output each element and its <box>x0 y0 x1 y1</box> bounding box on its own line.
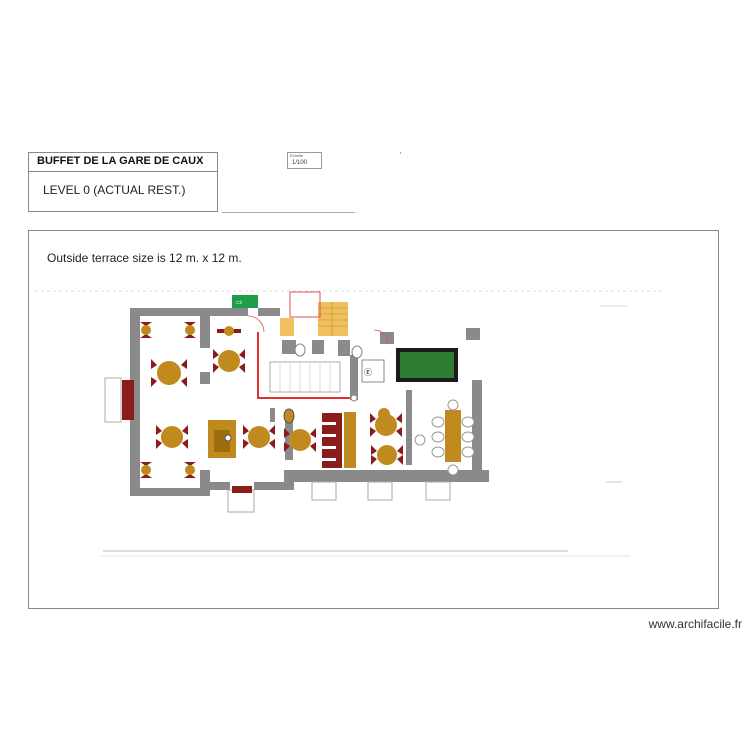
scale-value: 1/100 <box>292 160 308 166</box>
walls <box>130 308 489 496</box>
terrace-note: Outside terrace size is 12 m. x 12 m. <box>47 251 242 265</box>
sink <box>350 394 358 402</box>
tick-mark <box>400 152 401 154</box>
emergency-exit-icon <box>232 295 258 308</box>
lower-stairs <box>269 361 341 393</box>
sign-glyph: Ⓔ <box>364 368 372 377</box>
stairs <box>280 302 348 336</box>
scale-label: Echelle <box>290 153 304 158</box>
watermark: www.archifacile.fr <box>648 617 742 631</box>
round-stool <box>283 408 295 424</box>
bay-door <box>122 380 134 420</box>
bar-counter <box>344 412 356 468</box>
project-name: BUFFET DE LA GARE DE CAUX <box>29 153 217 172</box>
long-table <box>445 410 461 462</box>
reception-desk <box>208 420 236 458</box>
toilets <box>294 343 385 383</box>
front-step <box>227 489 255 513</box>
front-door-mat <box>232 486 252 493</box>
svg-text:⇨: ⇨ <box>236 298 243 307</box>
bar-stools <box>322 413 342 468</box>
long-table-chairs <box>414 399 475 476</box>
doors <box>247 315 389 345</box>
window-bays <box>311 481 451 501</box>
title-block: BUFFET DE LA GARE DE CAUX LEVEL 0 (ACTUA… <box>28 152 218 212</box>
bay-window <box>104 377 122 423</box>
red-outline-top <box>289 291 321 318</box>
title-underline <box>222 212 355 213</box>
scale-block: Echelle 1/100 <box>287 152 322 169</box>
level-name: LEVEL 0 (ACTUAL REST.) <box>43 183 186 197</box>
small-tables <box>140 322 390 478</box>
round-tables <box>151 349 403 465</box>
red-partition <box>257 332 350 399</box>
